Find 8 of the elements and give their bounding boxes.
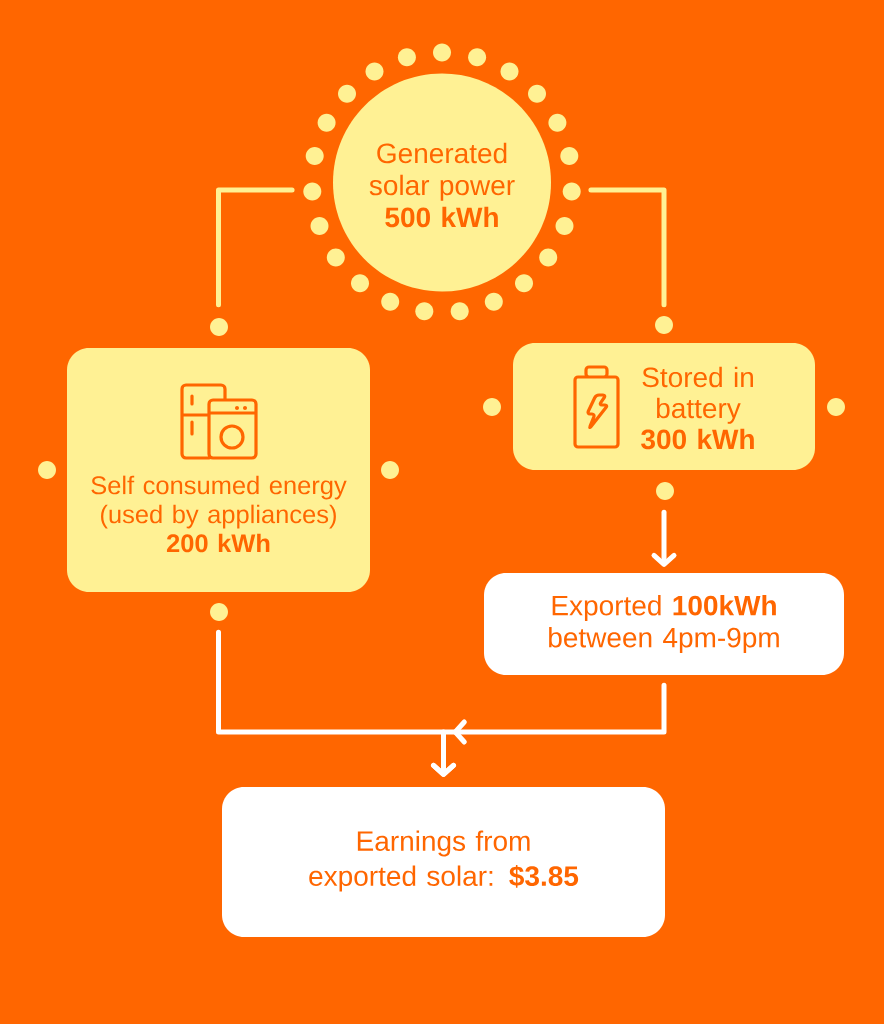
connector: [216, 187, 295, 308]
connector: [588, 187, 667, 308]
result-box: Earnings from exported solar: $3.85: [222, 787, 665, 937]
result-box: Exported 100kWh between 4pm-9pm: [484, 573, 844, 675]
info-box: Stored in battery 300 kWh: [513, 343, 815, 470]
connector: [651, 509, 677, 567]
connector: [431, 682, 667, 777]
info-box: Self consumed energy (used by appliances) 200 kWh: [67, 348, 370, 592]
